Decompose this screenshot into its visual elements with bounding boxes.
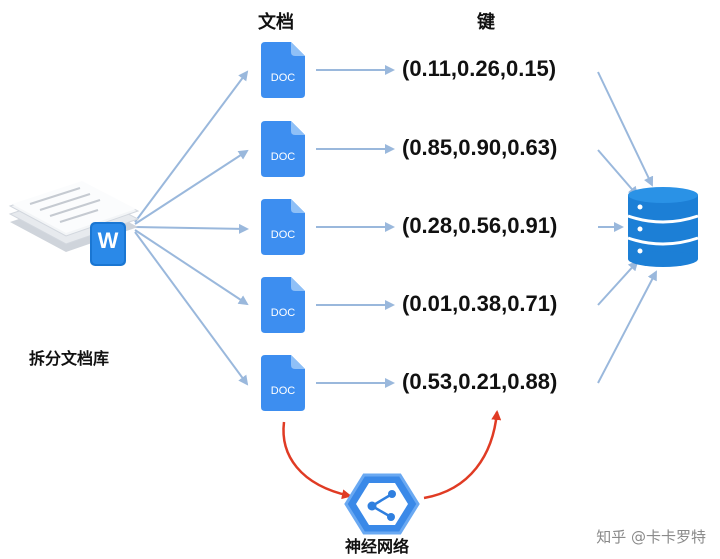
- arrow-key-4-to-database: [597, 260, 639, 306]
- database-icon: [627, 187, 699, 267]
- doc-file-icon: DOC: [261, 121, 305, 177]
- doc-file-icon: DOC: [261, 42, 305, 98]
- arrow-source-to-doc-5: [134, 231, 249, 386]
- doc-file-icon: DOC: [261, 277, 305, 333]
- doc-label: DOC: [270, 307, 296, 319]
- arrow-source-to-doc-2: [134, 149, 249, 225]
- network-label: 神经网络: [345, 537, 410, 556]
- key-vector-3: (0.28,0.56,0.91): [402, 213, 558, 238]
- source-icon-letter: W: [97, 228, 119, 253]
- key-vector-5: (0.53,0.21,0.88): [402, 369, 558, 394]
- arrow-doc-to-network: [282, 421, 352, 500]
- doc-file-icon: DOC: [261, 199, 305, 255]
- arrow-key-2-to-database: [597, 149, 639, 197]
- neural-network-icon: [344, 473, 420, 535]
- doc-label: DOC: [270, 72, 296, 84]
- key-vector-1: (0.11,0.26,0.15): [402, 56, 557, 81]
- doc-label: DOC: [270, 151, 296, 163]
- arrow-source-to-doc-3: [134, 223, 249, 234]
- doc-file-icon: DOC: [261, 355, 305, 411]
- doc-label: DOC: [270, 229, 296, 241]
- arrow-key-5-to-database: [597, 270, 657, 384]
- documents-header: 文档: [258, 12, 294, 33]
- arrow-source-to-doc-4: [134, 229, 249, 306]
- watermark: 知乎 @卡卡罗特: [596, 528, 706, 546]
- key-vector-2: (0.85,0.90,0.63): [402, 135, 558, 160]
- key-vector-4: (0.01,0.38,0.71): [402, 291, 558, 316]
- keys-header: 键: [477, 12, 495, 33]
- stacked-document-icon: [8, 181, 140, 266]
- doc-label: DOC: [270, 385, 296, 397]
- arrow-key-1-to-database: [597, 71, 654, 187]
- arrow-source-to-doc-1: [134, 70, 249, 223]
- arrow-network-to-key: [423, 410, 502, 500]
- source-label: 拆分文档库: [29, 349, 110, 368]
